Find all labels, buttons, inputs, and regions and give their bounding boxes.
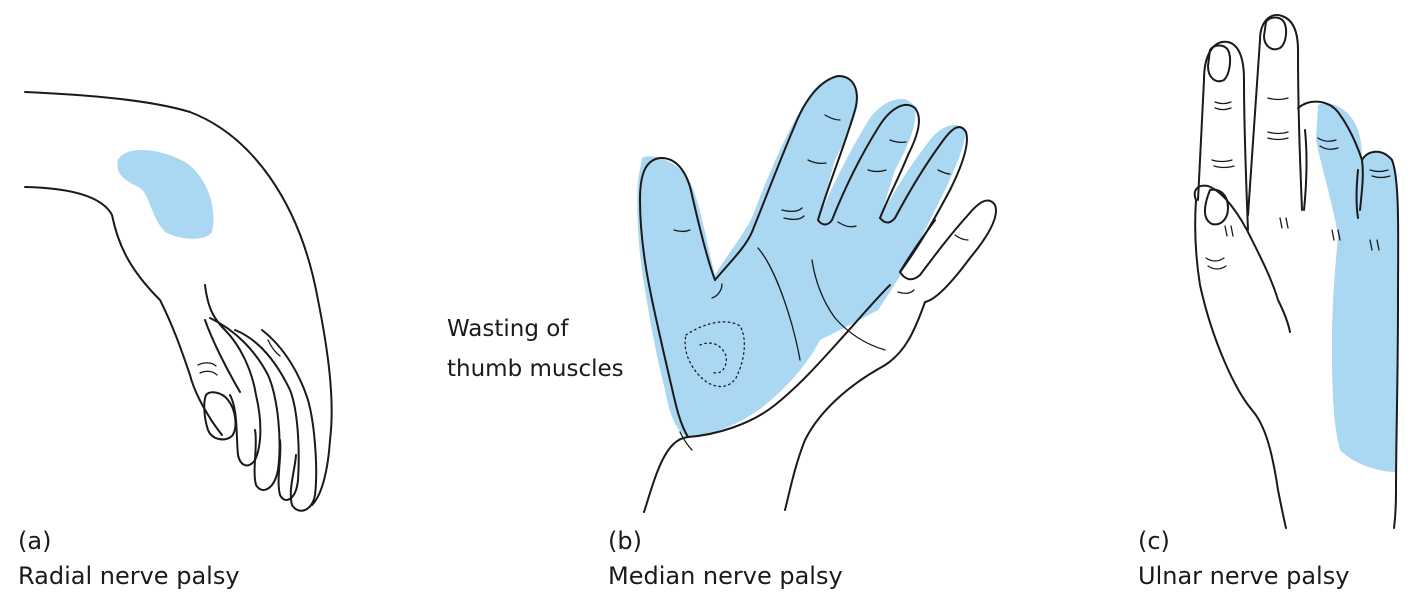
panel-b-letter: (b) [608,527,642,555]
panel-c-title: Ulnar nerve palsy [1138,562,1350,590]
panel-b-title: Median nerve palsy [608,562,843,590]
panel-a-title: Radial nerve palsy [18,562,240,590]
ulnar-sensory-area [1316,103,1399,473]
panel-ulnar-nerve-palsy: (c) Ulnar nerve palsy [1100,0,1415,609]
panel-radial-nerve-palsy: (a) Radial nerve palsy [0,0,420,609]
radial-sensory-area [117,150,214,239]
wrist-drop-illustration [24,91,333,512]
median-sensory-area [637,76,966,438]
claw-hand-illustration [1193,14,1400,529]
wasted-thenar-outline [684,321,746,388]
annotation-line-1: Wasting of [447,316,569,342]
panel-a-letter: (a) [18,527,52,555]
panel-median-nerve-palsy: Wasting of thumb muscles (b) Median nerv… [430,0,1030,609]
panel-c-letter: (c) [1138,527,1170,555]
open-palm-illustration [637,75,997,513]
annotation-line-2: thumb muscles [447,356,624,382]
